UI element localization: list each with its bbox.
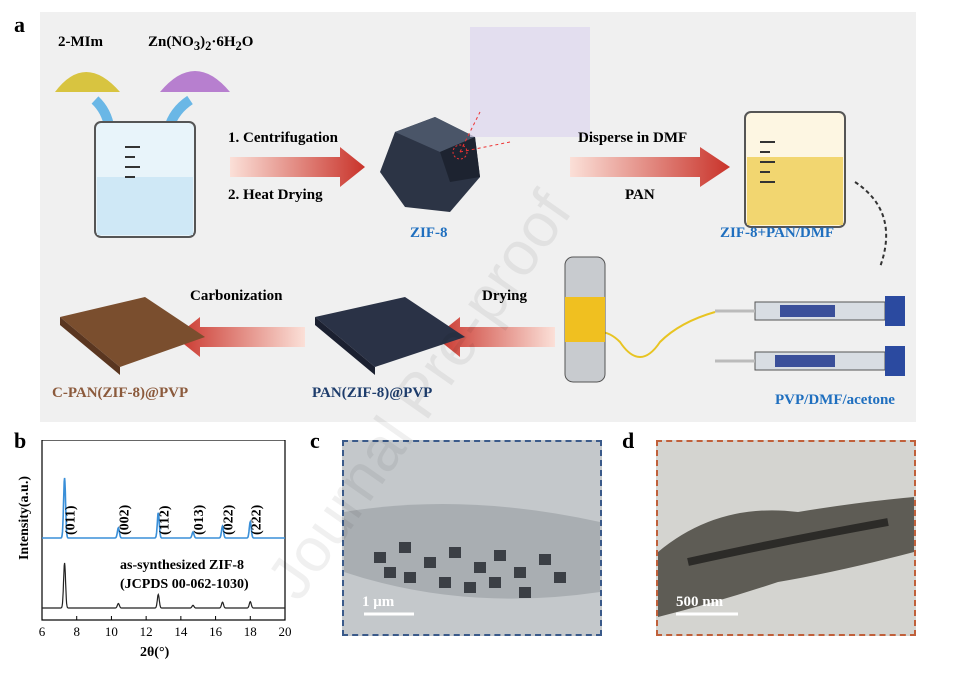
zif8-crystal-icon xyxy=(380,117,480,212)
xrd-plot: 6 8 10 12 14 16 18 20 (011) (002) (112) (013) (022)… xyxy=(39,439,292,639)
x-tick-label: 10 xyxy=(105,624,118,639)
carbon-mat-icon xyxy=(60,297,205,367)
beaker-icon xyxy=(94,121,196,238)
pan-label: PAN xyxy=(625,187,655,203)
scale-bar-c: 1 μm xyxy=(362,594,395,610)
xrd-chart: 6 8 10 12 14 16 18 20 (011) (002) (112) (013) (022)… xyxy=(0,439,300,673)
nanoparticle xyxy=(384,567,396,578)
x-tick-label: 14 xyxy=(174,624,188,639)
arrow-icon xyxy=(570,147,730,187)
mix-label: ZIF-8+PAN/DMF xyxy=(720,225,835,241)
panel-label-c: c xyxy=(310,428,320,453)
schematic-panel: 2-MIm Zn(NO3)2·6H2O 1. Centrifugation 2.… xyxy=(40,12,916,422)
tem-image-c: 1 μm xyxy=(342,440,602,636)
collector-drum-icon xyxy=(564,256,606,383)
nanoparticle xyxy=(374,552,386,563)
peak-label: (222) xyxy=(249,504,264,535)
curved-arrow-icon xyxy=(854,181,888,268)
step2-label: 2. Heat Drying xyxy=(228,187,323,203)
peak-label: (002) xyxy=(117,504,132,535)
nanoparticle xyxy=(474,562,486,573)
nanoparticle xyxy=(494,550,506,561)
x-tick-label: 6 xyxy=(39,624,46,639)
nanoparticle xyxy=(439,577,451,588)
x-tick-label: 12 xyxy=(140,624,153,639)
carbonized-product-label: C-PAN(ZIF-8)@PVP xyxy=(52,385,189,401)
step1-label: 1. Centrifugation xyxy=(228,130,338,146)
legend-synth: as-synthesized ZIF-8 xyxy=(120,558,245,573)
peak-label: (022) xyxy=(222,504,237,535)
x-tick-label: 20 xyxy=(279,624,292,639)
zinc-powder xyxy=(160,71,230,92)
nanoparticle xyxy=(399,542,411,553)
reagent-zinc-label: Zn(NO3)2·6H2O xyxy=(148,34,254,53)
x-axis-label: 2θ(°) xyxy=(140,645,170,660)
tem-c-graphics xyxy=(344,504,600,616)
schematic-graphics xyxy=(55,27,905,383)
tem-d-graphics xyxy=(658,497,914,617)
nanoparticle xyxy=(519,587,531,598)
series-as-synthesized xyxy=(42,477,285,539)
carbonization-label: Carbonization xyxy=(190,288,283,304)
peak-label: (011) xyxy=(64,505,79,535)
framework-structure-icon xyxy=(459,27,590,153)
nanoparticle xyxy=(424,557,436,568)
legend-ref: (JCPDS 00-062-1030) xyxy=(120,577,249,592)
drying-label: Drying xyxy=(482,288,527,304)
syringe-icon xyxy=(715,346,905,376)
syringe-icon xyxy=(715,296,905,326)
tem-image-d: 500 nm xyxy=(656,440,916,636)
peak-label: (013) xyxy=(192,504,207,535)
shell-solution-label: PVP/DMF/acetone xyxy=(775,392,895,408)
nanoparticle xyxy=(404,572,416,583)
y-axis-label: Intensity(a.u.) xyxy=(17,476,32,561)
panel-label-d: d xyxy=(622,428,635,453)
pan-mat-icon xyxy=(315,297,465,367)
nanoparticle xyxy=(489,577,501,588)
beaker-zif-pan-icon xyxy=(744,111,846,228)
reagent-2mim-label: 2-MIm xyxy=(58,34,103,50)
nanoparticle xyxy=(514,567,526,578)
panel-label-b: b xyxy=(14,428,27,453)
panel-label-a: a xyxy=(14,12,25,37)
zif8-label: ZIF-8 xyxy=(410,225,448,241)
plot-frame xyxy=(41,439,286,621)
disperse-label: Disperse in DMF xyxy=(578,130,688,146)
arrow-icon xyxy=(230,147,365,187)
nanoparticle xyxy=(464,582,476,593)
nanoparticle xyxy=(449,547,461,558)
arrow-icon xyxy=(435,317,555,357)
nanoparticle xyxy=(539,554,551,565)
scale-bar-d: 500 nm xyxy=(676,594,724,610)
product-label: PAN(ZIF-8)@PVP xyxy=(312,385,433,401)
x-tick-label: 18 xyxy=(244,624,257,639)
x-tick-label: 8 xyxy=(73,624,80,639)
peak-label: (112) xyxy=(157,505,172,535)
arrow-icon xyxy=(175,317,305,357)
x-tick-label: 16 xyxy=(209,624,223,639)
2mim-powder xyxy=(55,72,120,92)
series-reference xyxy=(42,562,285,609)
nanoparticle xyxy=(554,572,566,583)
